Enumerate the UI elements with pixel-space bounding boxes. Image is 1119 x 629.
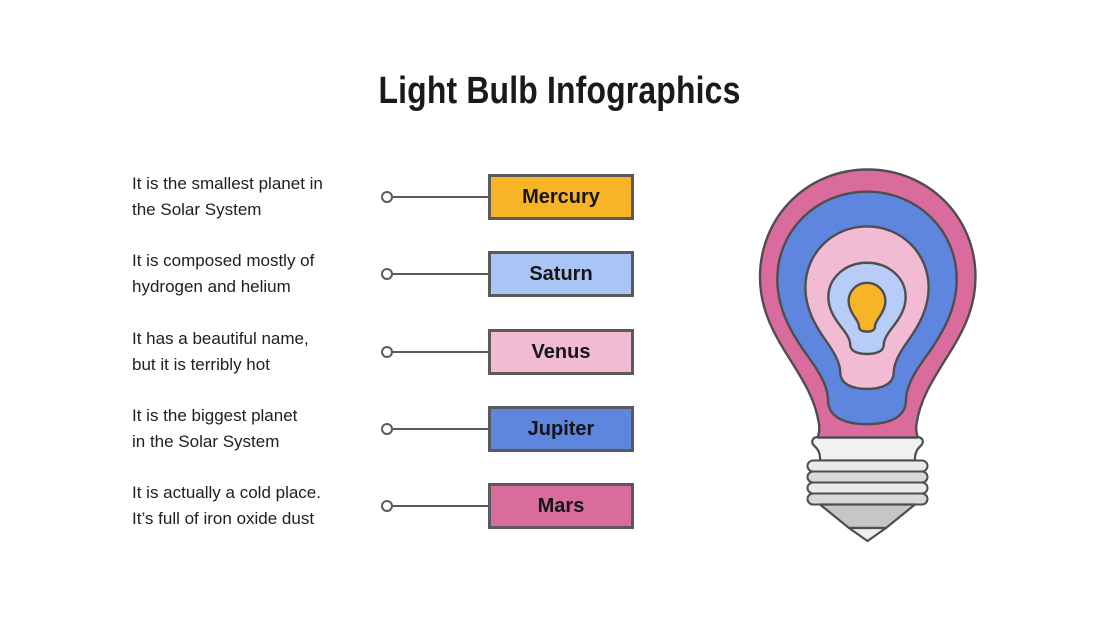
planet-row-mercury: It is the smallest planet in the Solar S… xyxy=(0,174,1119,220)
planet-row-saturn: It is composed mostly of hydrogen and he… xyxy=(0,251,1119,297)
planet-name: Mercury xyxy=(522,185,600,208)
planet-label-box: Mars xyxy=(488,483,634,529)
planet-description: It is composed mostly of hydrogen and he… xyxy=(132,248,314,300)
planet-label-box: Saturn xyxy=(488,251,634,297)
connector-line xyxy=(391,272,489,276)
bulb-screw-thread xyxy=(806,459,929,473)
planet-description: It is the biggest planet in the Solar Sy… xyxy=(132,403,297,455)
connector-line xyxy=(391,350,489,354)
connector-line xyxy=(391,427,489,431)
connector-line xyxy=(391,504,489,508)
planet-description: It has a beautiful name, but it is terri… xyxy=(132,326,309,378)
description-line: It is the smallest planet in xyxy=(132,174,323,193)
description-line: It is the biggest planet xyxy=(132,406,298,425)
planet-row-jupiter: It is the biggest planet in the Solar Sy… xyxy=(0,406,1119,452)
bulb-screw-thread xyxy=(806,470,929,484)
bulb-screw-thread xyxy=(806,481,929,495)
bulb-screw-thread xyxy=(806,492,929,506)
description-line: It is actually a cold place. xyxy=(132,483,321,502)
planet-name: Jupiter xyxy=(527,417,595,440)
description-line: It is composed mostly of xyxy=(132,251,315,270)
planet-name: Mars xyxy=(537,494,585,517)
planet-row-mars: It is actually a cold place. It’s full o… xyxy=(0,483,1119,529)
description-line: but it is terribly hot xyxy=(132,355,270,374)
description-line: the Solar System xyxy=(132,200,262,219)
bulb-tip-end xyxy=(847,526,888,543)
planet-description: It is the smallest planet in the Solar S… xyxy=(132,171,323,223)
planet-name: Saturn xyxy=(529,262,593,285)
bulb-neck xyxy=(811,435,924,462)
connector-line xyxy=(391,195,489,199)
light-bulb-illustration xyxy=(758,168,977,543)
planet-label-box: Mercury xyxy=(488,174,634,220)
planet-name: Venus xyxy=(531,340,591,363)
bulb-tip xyxy=(818,503,917,530)
description-line: in the Solar System xyxy=(132,432,280,451)
page-title: Light Bulb Infographics xyxy=(378,70,741,112)
planet-description: It is actually a cold place. It’s full o… xyxy=(132,480,321,532)
planet-label-box: Venus xyxy=(488,329,634,375)
description-line: It has a beautiful name, xyxy=(132,329,309,348)
planet-label-box: Jupiter xyxy=(488,406,634,452)
planet-row-venus: It has a beautiful name, but it is terri… xyxy=(0,329,1119,375)
description-line: It’s full of iron oxide dust xyxy=(132,509,315,528)
description-line: hydrogen and helium xyxy=(132,277,291,296)
